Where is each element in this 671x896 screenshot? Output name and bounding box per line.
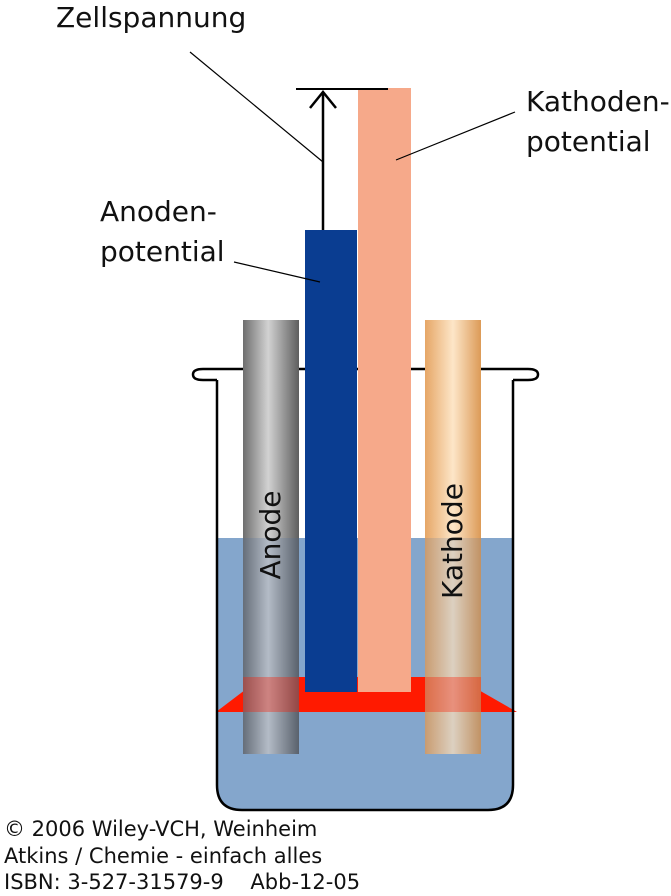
book-title-line: Atkins / Chemie - einfach alles	[4, 844, 323, 868]
cathode-potential-label-line1: Kathoden-	[526, 85, 670, 118]
cathode-rod-submerged-tint	[425, 538, 481, 754]
anode-rod	[243, 320, 299, 754]
isbn-line: ISBN: 3-527-31579-9 Abb-12-05	[4, 870, 361, 894]
cathode-potential-label-line2: potential	[526, 125, 651, 158]
reference-level-over-rods	[243, 677, 299, 712]
anode-potential-label-line1: Anoden-	[100, 195, 217, 228]
cell-voltage-arrowhead	[309, 90, 337, 109]
cathode-rod	[425, 320, 481, 754]
anode-potential-label-line2: potential	[100, 235, 225, 268]
cathode-label: Kathode	[436, 483, 469, 599]
copyright-line: © 2006 Wiley-VCH, Weinheim	[4, 817, 318, 841]
anodenpotential-leader	[233, 261, 321, 283]
anode-potential-bar	[305, 230, 357, 692]
zellspannung-leader	[189, 51, 324, 163]
kathodenpotential-leader	[395, 111, 516, 161]
reference-level-over-cathode-rod	[425, 677, 481, 712]
cell-voltage-label: Zellspannung	[56, 1, 247, 34]
anode-label: Anode	[254, 490, 287, 580]
cathode-potential-bar	[358, 88, 411, 692]
beaker	[215, 380, 515, 812]
anode-rod-submerged-tint	[243, 538, 299, 754]
